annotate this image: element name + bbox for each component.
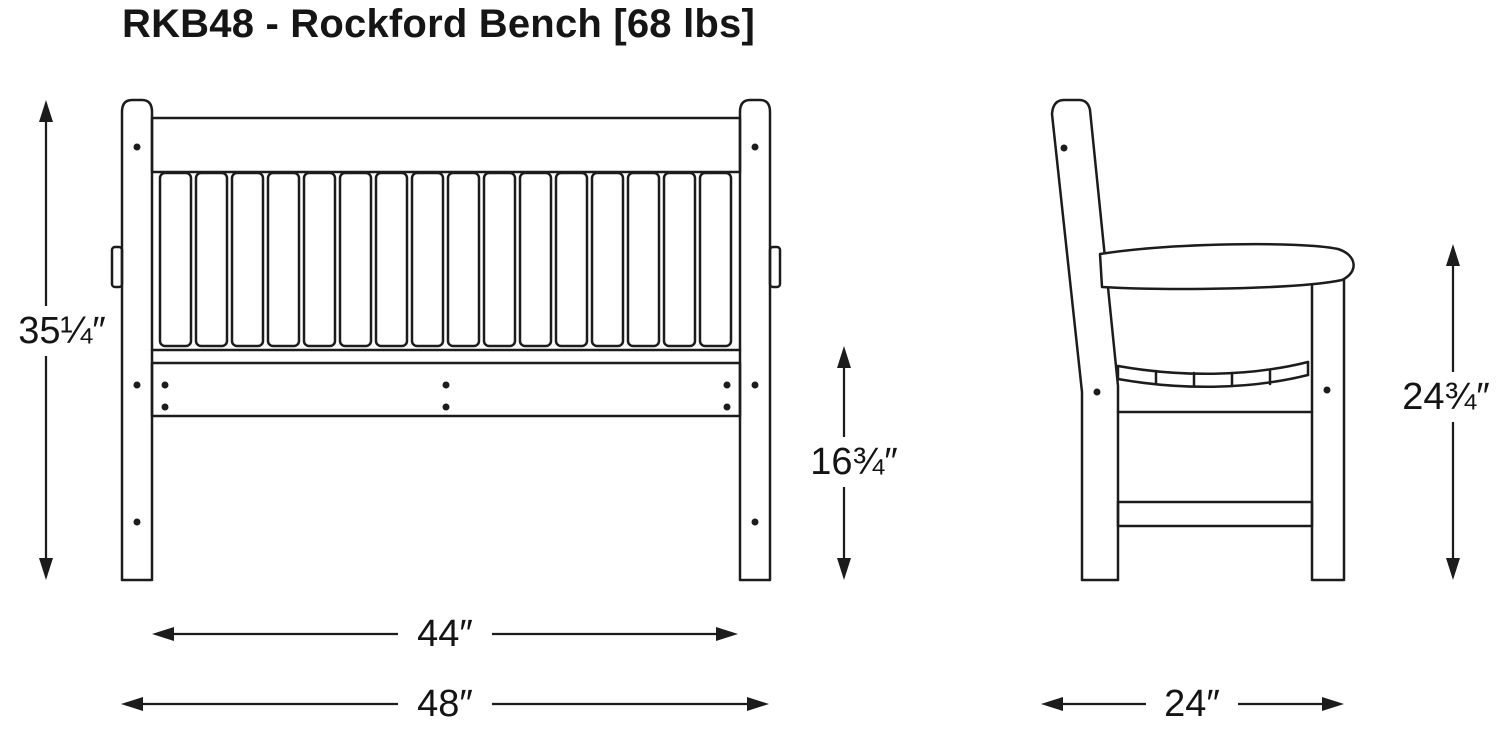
front-screw-dots [133,143,759,526]
front-right-tab [768,245,782,289]
dim-overall-height: 35¼″ [12,100,112,580]
dim-seat-height-label: 16¾″ [810,441,897,483]
side-screw-dots [1060,144,1331,396]
side-back-post [1050,98,1120,582]
side-front-leg [1310,270,1346,582]
front-top-rail [150,116,742,174]
dim-depth: 24″ [1041,679,1344,729]
dim-overall-height-label: 35¼″ [18,310,105,352]
dim-overall-width-label: 48″ [417,683,473,725]
dim-inner-width: 44″ [152,609,738,659]
dim-depth-label: 24″ [1164,683,1220,725]
side-armrest [1098,242,1355,291]
dim-seat-height: 16¾″ [802,346,906,580]
front-right-post [738,98,772,582]
dim-overall-width: 48″ [121,679,769,729]
front-view [110,98,782,582]
dim-side-height-label: 24¾″ [1402,376,1489,418]
page-title: RKB48 - Rockford Bench [68 lbs] [122,2,755,46]
dim-side-height: 24¾″ [1392,244,1500,580]
side-view [1050,98,1355,582]
dim-inner-width-label: 44″ [417,613,473,655]
side-seat-slats [1116,360,1310,389]
front-apron [150,361,742,418]
back-slats [158,171,733,348]
side-stretcher [1116,500,1314,528]
front-left-tab [110,245,124,289]
front-left-post [120,98,154,582]
